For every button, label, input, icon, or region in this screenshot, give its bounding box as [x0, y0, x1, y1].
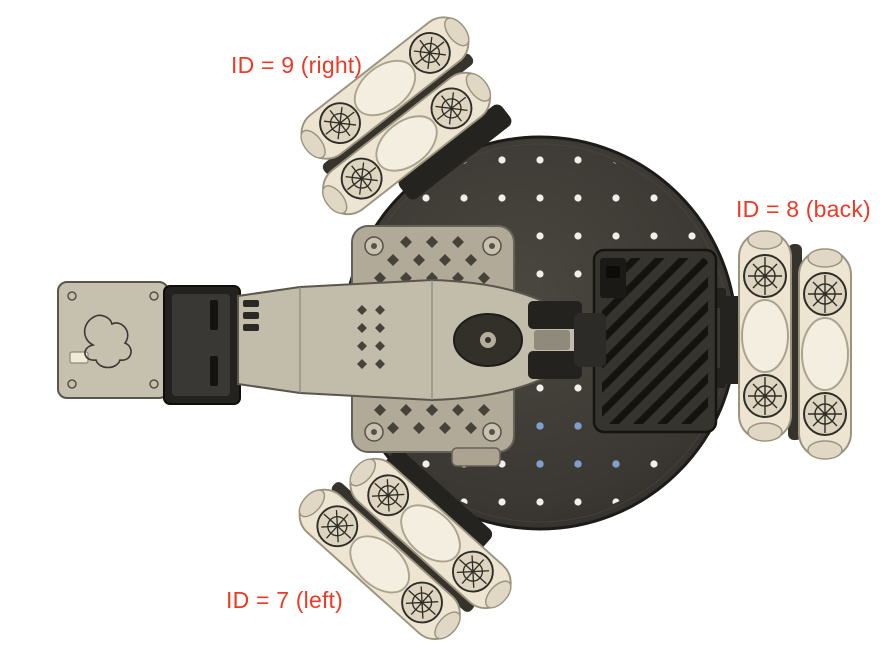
vent-slats — [602, 258, 708, 424]
plate-slot — [69, 351, 89, 364]
gripper-end-plate — [57, 281, 169, 399]
wheel-id-7-label: ID = 7 (left) — [226, 587, 343, 613]
logo-doodle — [83, 314, 132, 369]
wheel-id-8-label: ID = 8 (back) — [736, 196, 871, 222]
accent-dots — [536, 422, 620, 468]
vent-panel — [592, 248, 718, 434]
wheel-mount-brackets — [383, 104, 746, 551]
robot-arm — [57, 278, 606, 405]
mount-screws — [364, 236, 502, 442]
wheel-id-9-label: ID = 9 (right) — [231, 52, 363, 78]
arm-diamond-strip — [357, 305, 385, 369]
omni-wheel-8-back — [739, 231, 851, 459]
wrist-joint — [163, 285, 241, 405]
arm-pivot — [453, 313, 523, 367]
gripper-actuator — [528, 301, 606, 379]
arm-vents — [243, 300, 259, 331]
diamond-cutouts — [374, 236, 490, 434]
